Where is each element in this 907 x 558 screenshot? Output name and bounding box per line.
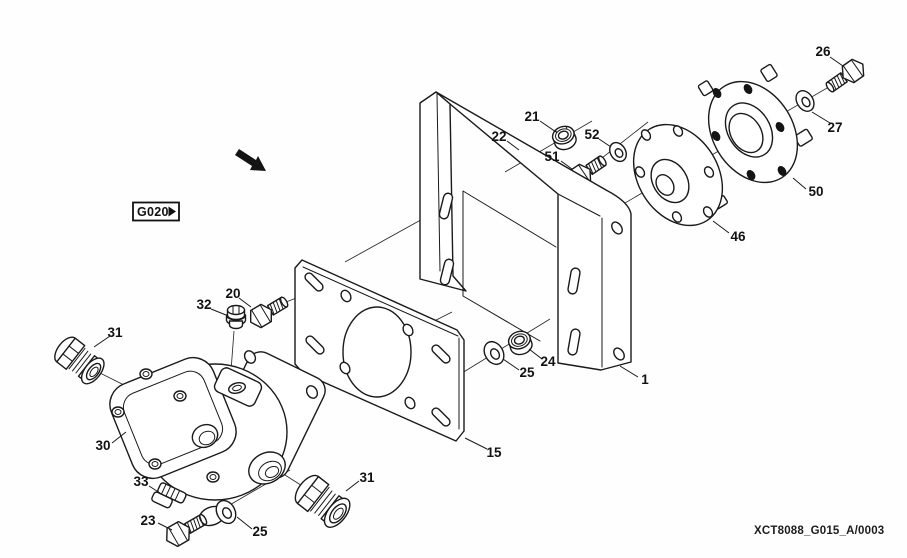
- part-washer-27: [795, 90, 815, 112]
- callout-31-top: 31: [107, 325, 123, 340]
- pump-cover-bolts: [111, 368, 220, 483]
- callout-33: 33: [133, 474, 149, 489]
- callout-26: 26: [815, 44, 831, 59]
- callout-31-bottom: 31: [359, 470, 375, 485]
- part-flange-46: [632, 123, 729, 227]
- drawing-id: XCT8088_G015_A/0003: [754, 525, 884, 537]
- leader-lines: [93, 56, 844, 531]
- callout-22: 22: [491, 129, 506, 144]
- callout-20: 20: [225, 286, 240, 301]
- group-reference-arrow-icon: [168, 206, 176, 217]
- part-bolt-26: [825, 58, 865, 93]
- part-pump-30: [109, 350, 326, 527]
- part-nut-21: [551, 125, 577, 151]
- part-washer-25-bottom: [215, 499, 237, 525]
- group-reference-g020[interactable]: G020: [132, 201, 180, 222]
- direction-arrow-icon: [235, 149, 266, 171]
- part-bolt-20: [250, 296, 289, 329]
- callouts: 1 15 20 21 22 23 24 25 25 26 27 30 31 31…: [95, 44, 842, 539]
- callout-46: 46: [730, 229, 746, 244]
- callout-51: 51: [544, 149, 560, 164]
- part-bolt-23: [166, 513, 208, 548]
- part-key-33: [151, 482, 187, 509]
- part-washer-52: [609, 141, 627, 163]
- callout-25-middle: 25: [519, 365, 535, 380]
- callout-50: 50: [808, 184, 823, 199]
- callout-27: 27: [827, 120, 842, 135]
- callout-1: 1: [641, 372, 649, 387]
- part-washer-25-middle: [483, 340, 505, 366]
- part-plug-32: [225, 304, 247, 330]
- part-bracket-1: [419, 91, 632, 371]
- callout-32: 32: [196, 297, 211, 312]
- part-fitting-31-bottom: [294, 474, 351, 528]
- callout-23: 23: [140, 513, 156, 528]
- part-plate-15: [294, 259, 465, 442]
- part-nut-24: [507, 330, 533, 356]
- callout-52: 52: [584, 127, 599, 142]
- callout-15: 15: [486, 445, 502, 460]
- group-reference-label: G020: [137, 205, 169, 219]
- callout-25-bottom: 25: [252, 524, 268, 539]
- callout-30: 30: [95, 438, 110, 453]
- callout-24: 24: [540, 354, 556, 369]
- part-flange-50: [697, 63, 813, 184]
- part-fitting-31-top: [54, 336, 105, 385]
- callout-21: 21: [524, 109, 540, 124]
